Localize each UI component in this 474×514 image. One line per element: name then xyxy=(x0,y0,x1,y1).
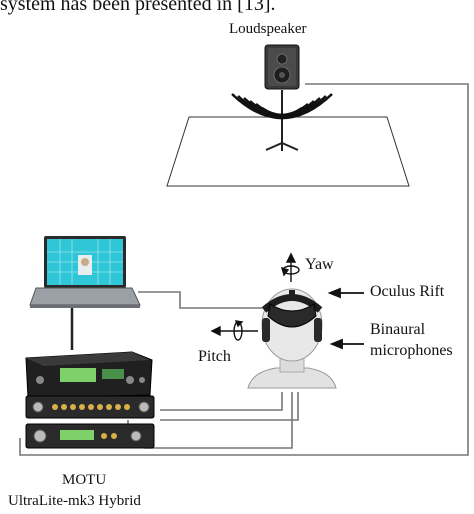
head-with-headset-icon xyxy=(247,288,337,389)
cable-mic-1 xyxy=(160,392,283,411)
audio-interface-icon xyxy=(25,351,153,399)
loudspeaker-label: Loudspeaker xyxy=(229,21,307,37)
cable-mic-2 xyxy=(160,392,299,421)
yaw-arrow-icon xyxy=(280,252,300,282)
motu-label-line2: UltraLite-mk3 Hybrid xyxy=(8,493,141,509)
pointer-arrows xyxy=(327,287,364,350)
rack-unit-bottom-icon xyxy=(25,423,155,449)
cable-loudspeaker xyxy=(19,83,469,456)
laptop-icon xyxy=(29,236,141,308)
caption-fragment: system has been presented in [13]. xyxy=(0,0,276,15)
binaural-label-line1: Binaural xyxy=(370,321,426,338)
sound-waves-icon xyxy=(231,93,333,120)
rack-unit-top-icon xyxy=(25,395,155,419)
oculus-rift-label: Oculus Rift xyxy=(370,283,445,300)
motu-label-line1: MOTU xyxy=(62,472,107,488)
floor-plane xyxy=(166,116,410,187)
cable-laptop xyxy=(138,291,262,309)
yaw-label: Yaw xyxy=(305,256,334,273)
loudspeaker-icon xyxy=(264,44,300,151)
pitch-label: Pitch xyxy=(198,348,231,365)
pitch-arrow-icon xyxy=(210,320,258,341)
binaural-label-line2: microphones xyxy=(370,342,453,359)
